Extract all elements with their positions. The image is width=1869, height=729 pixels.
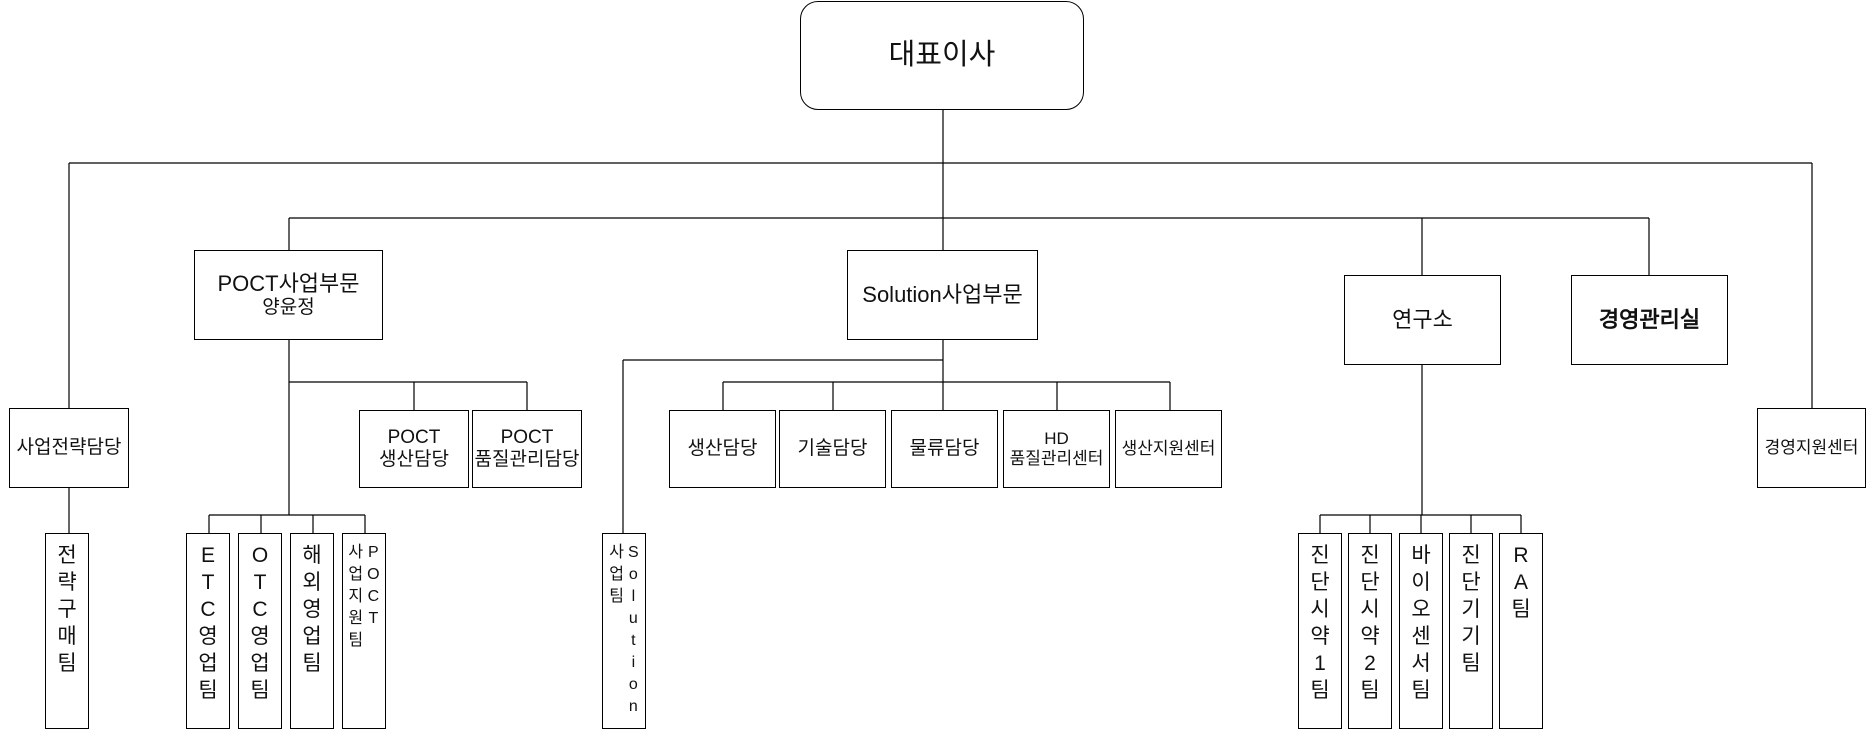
technology-label: 기술담당 [797,438,868,460]
poct-quality-line2: 품질관리담당 [474,449,580,470]
poct-production-line2: 생산담당 [379,449,449,470]
management-office-label: 경영관리실 [1598,307,1701,333]
logistics-label: 물류담당 [909,438,980,460]
production-support-box: 생산지원센터 [1115,410,1222,488]
production-support-label: 생산지원센터 [1121,439,1216,459]
strategy-box: 사업전략담당 [9,408,129,488]
poct-production-line1: POCT [387,427,441,449]
ceo-box: 대표이사 [800,1,1084,110]
hd-quality-box: HD 품질관리센터 [1003,410,1110,488]
strategy-team-label: 전 략 구 매 팀 [57,544,77,675]
strategy-label: 사업전략담당 [16,437,122,459]
poct-division-head: 양윤정 [262,296,315,318]
logistics-box: 물류담당 [891,410,998,488]
poct-quality-box: POCT 품질관리담당 [472,410,582,488]
poct-production-box: POCT 생산담당 [359,410,469,488]
hd-quality-line1: HD [1044,429,1069,449]
solution-division-name: Solution사업부문 [862,282,1023,308]
poct-quality-line1: POCT [500,427,554,449]
ceo-label: 대표이사 [888,38,996,71]
solution-division-box: Solution사업부문 [847,250,1038,340]
hd-quality-line2: 품질관리센터 [1009,449,1104,468]
production-box: 생산담당 [669,410,776,488]
poct-division-name: POCT사업부문 [217,271,360,297]
production-label: 생산담당 [687,438,758,460]
strategy-team-box: 전 략 구 매 팀 [45,533,89,729]
management-office-box: 경영관리실 [1571,275,1728,365]
research-lab-box: 연구소 [1344,275,1501,365]
technology-box: 기술담당 [779,410,886,488]
management-support-box: 경영지원센터 [1757,408,1866,488]
management-support-label: 경영지원센터 [1764,438,1859,458]
research-lab-label: 연구소 [1392,307,1453,333]
poct-division-box: POCT사업부문 양윤정 [194,250,383,340]
